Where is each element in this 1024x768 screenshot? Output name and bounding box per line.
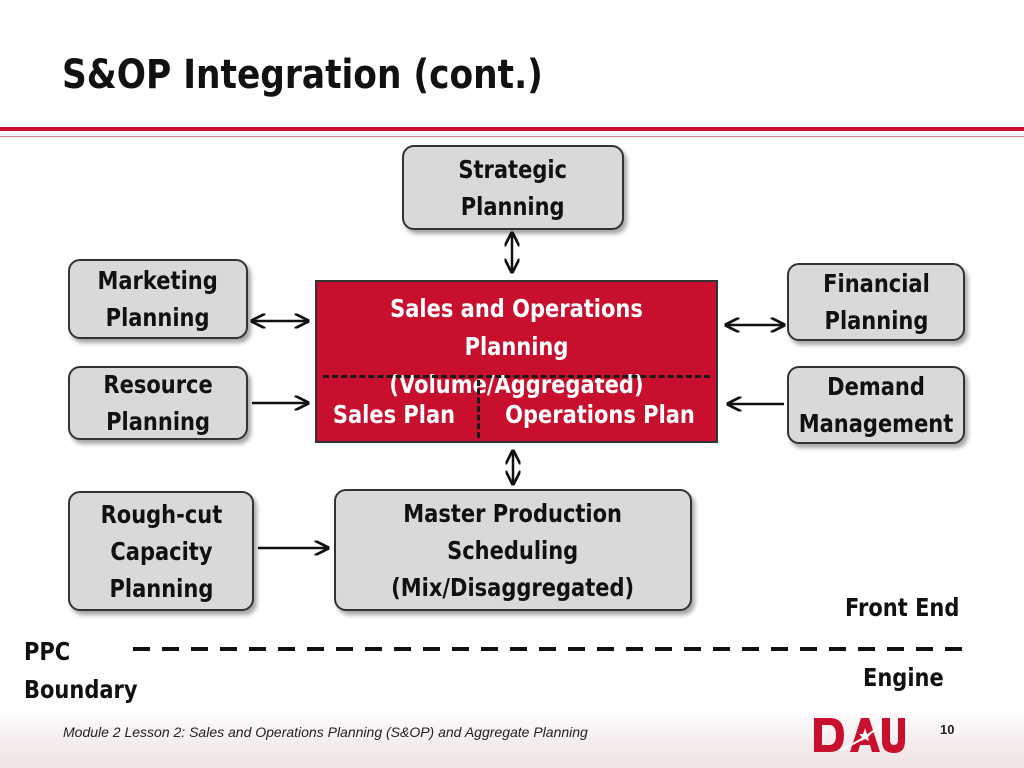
strategic-planning-label: Strategic Planning	[458, 154, 568, 221]
front-end-label: Front End	[845, 593, 960, 622]
page-number: 10	[940, 722, 955, 737]
sop-horizontal-divider	[323, 375, 710, 378]
marketing-planning-label: Marketing Planning	[97, 266, 219, 332]
master-production-scheduling-label: Master Production Scheduling (Mix/Disagg…	[391, 498, 635, 602]
marketing-planning-box: Marketing Planning	[68, 259, 248, 339]
sales-plan-label: Sales Plan	[332, 400, 456, 429]
resource-planning-box: Resource Planning	[68, 366, 248, 440]
demand-management-box: Demand Management	[787, 366, 965, 444]
rough-cut-capacity-planning-label: Rough-cut Capacity Planning	[100, 499, 222, 603]
financial-planning-box: Financial Planning	[787, 263, 965, 341]
title-rule	[0, 127, 1024, 131]
sop-vertical-divider	[477, 380, 480, 438]
master-production-scheduling-box: Master Production Scheduling (Mix/Disagg…	[334, 489, 692, 611]
operations-plan-label: Operations Plan	[505, 400, 695, 429]
resource-planning-label: Resource Planning	[103, 370, 213, 436]
engine-label: Engine	[863, 663, 944, 692]
sop-heading: Sales and Operations Planning (Volume/Ag…	[389, 294, 644, 399]
demand-management-label: Demand Management	[798, 372, 954, 438]
strategic-planning-box: Strategic Planning	[402, 145, 624, 230]
title-rule-thin	[0, 136, 1024, 137]
rough-cut-capacity-planning-box: Rough-cut Capacity Planning	[68, 491, 254, 611]
financial-planning-label: Financial Planning	[822, 269, 930, 335]
ppc-boundary-label: PPC Boundary	[24, 637, 138, 704]
page-title: S&OP Integration (cont.)	[62, 52, 543, 98]
sop-central-box: Sales and Operations Planning (Volume/Ag…	[315, 280, 718, 443]
dau-logo	[814, 718, 905, 753]
footer-band	[0, 708, 1024, 768]
footer-caption: Module 2 Lesson 2: Sales and Operations …	[63, 724, 588, 740]
